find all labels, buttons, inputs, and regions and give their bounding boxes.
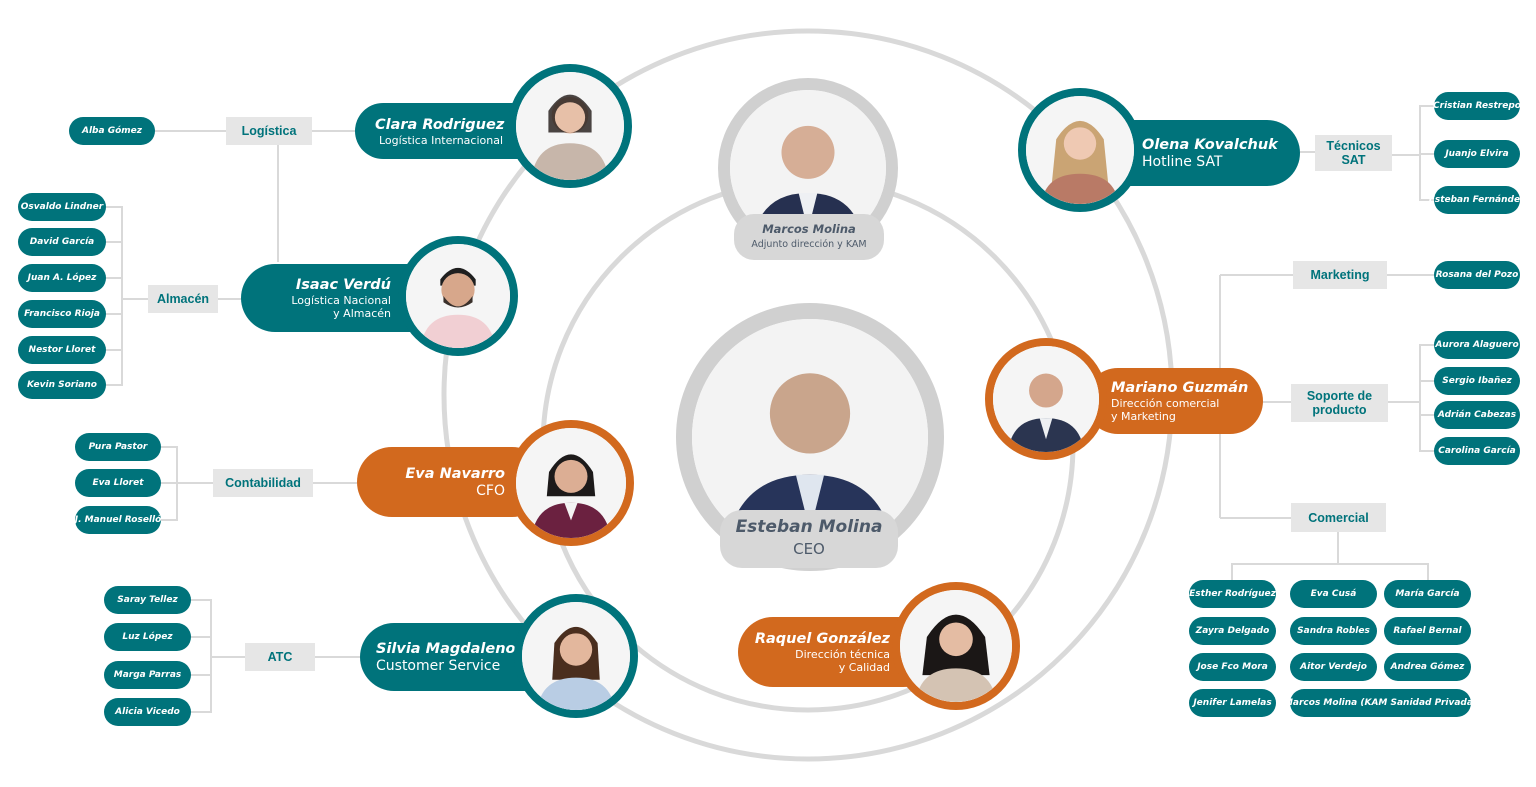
staff-pill: Kevin Soriano [18,371,106,399]
manager-isaac-photo [398,236,518,356]
staff-pill: Juanjo Elvira [1434,140,1520,168]
dept-atc: ATC [245,643,315,671]
manager-isaac-name: Isaac Verdú [295,277,391,293]
manager-isaac-role1: Logística Nacional [291,294,391,307]
manager-raquel-photo [892,582,1020,710]
staff-pill: Eva Lloret [75,469,161,497]
staff-pill: Marga Parras [104,661,191,689]
dept-soporte-line2: producto [1312,403,1367,417]
person-photo-icon [406,244,510,348]
ceo-label: Esteban Molina CEO [720,510,898,568]
dept-almacen: Almacén [148,285,218,313]
dept-tecnicos-line1: Técnicos [1326,139,1381,153]
dept-soporte-producto: Soporte de producto [1291,384,1388,422]
manager-olena-role: Hotline SAT [1142,153,1223,170]
person-photo-icon [522,602,630,710]
staff-pill: Esther Rodríguez [1189,580,1276,608]
manager-clara-role: Logística Internacional [379,133,504,147]
staff-pill: Adrián Cabezas [1434,401,1520,429]
manager-mariano-name: Mariano Guzmán [1111,380,1249,396]
staff-pill: J. Manuel Roselló [75,506,161,534]
staff-pill: Alicia Vicedo [104,698,191,726]
person-photo-icon [900,590,1012,702]
staff-pill: Carolina García [1434,437,1520,465]
staff-pill: Luz López [104,623,191,651]
adjunto-label: Marcos Molina Adjunto dirección y KAM [734,214,884,260]
manager-raquel-role1: Dirección técnica [795,648,890,661]
staff-pill: Cristian Restrepo [1433,92,1521,120]
staff-pill: Aitor Verdejo [1290,653,1377,681]
staff-pill: Pura Pastor [75,433,161,461]
person-photo-icon [516,72,624,180]
dept-comercial: Comercial [1291,503,1386,532]
manager-silvia-name: Silvia Magdaleno [376,640,516,657]
manager-mariano-role2: y Marketing [1111,410,1176,423]
staff-pill: Rafael Bernal [1384,617,1471,645]
manager-silvia-photo [514,594,638,718]
ceo-role: CEO [793,540,825,558]
dept-contabilidad: Contabilidad [213,469,313,497]
staff-pill: Jose Fco Mora [1189,653,1276,681]
manager-clara-name: Clara Rodriguez [375,116,505,133]
staff-pill: Alba Gómez [69,117,155,145]
person-photo-icon [993,346,1099,452]
staff-pill: Andrea Gómez [1384,653,1471,681]
manager-olena-name: Olena Kovalchuk [1142,136,1278,153]
staff-pill: María García [1384,580,1471,608]
manager-mariano-photo [985,338,1107,460]
manager-raquel-name: Raquel González [754,631,890,647]
manager-silvia: Silvia Magdaleno Customer Service [360,623,570,691]
staff-pill: Sandra Robles [1290,617,1377,645]
staff-pill: Francisco Rioja [18,300,106,328]
staff-pill: David García [18,228,106,256]
manager-olena-photo [1018,88,1142,212]
staff-pill: Osvaldo Lindner [18,193,106,221]
staff-pill: Aurora Alaguero [1434,331,1520,359]
manager-mariano-role1: Dirección comercial [1111,397,1220,410]
staff-pill: Rosana del Pozo [1434,261,1520,289]
staff-pill: Marcos Molina (KAM Sanidad Privada) [1284,689,1477,717]
adjunto-name: Marcos Molina [762,222,856,236]
staff-pill: Esteban Fernández [1429,186,1525,214]
manager-clara-photo [508,64,632,188]
manager-silvia-role: Customer Service [376,657,501,674]
manager-isaac-role2: y Almacén [333,307,391,320]
dept-soporte-line1: Soporte de [1306,389,1373,403]
ceo-name: Esteban Molina [735,517,883,537]
staff-pill: Nestor Lloret [18,336,106,364]
staff-pill: Saray Tellez [104,586,191,614]
staff-pill: Zayra Delgado [1189,617,1276,645]
person-photo-icon [1026,96,1134,204]
manager-raquel-role2: y Calidad [838,661,890,674]
person-photo-icon [516,428,626,538]
dept-tecnicos-sat: Técnicos SAT [1315,135,1392,171]
staff-pill: Juan A. López [18,264,106,292]
dept-logistica: Logística [226,117,312,145]
staff-pill: Sergio Ibañez [1434,367,1520,395]
manager-eva-photo [508,420,634,546]
dept-tecnicos-line2: SAT [1341,153,1366,167]
manager-mariano: Mariano Guzmán Dirección comercial y Mar… [1085,368,1263,434]
staff-pill: Jenifer Lamelas [1189,689,1276,717]
staff-pill: Eva Cusá [1290,580,1377,608]
manager-eva-name: Eva Navarro [405,465,505,482]
adjunto-role: Adjunto dirección y KAM [751,239,867,250]
manager-eva-role: CFO [476,482,505,499]
dept-marketing: Marketing [1293,261,1387,289]
